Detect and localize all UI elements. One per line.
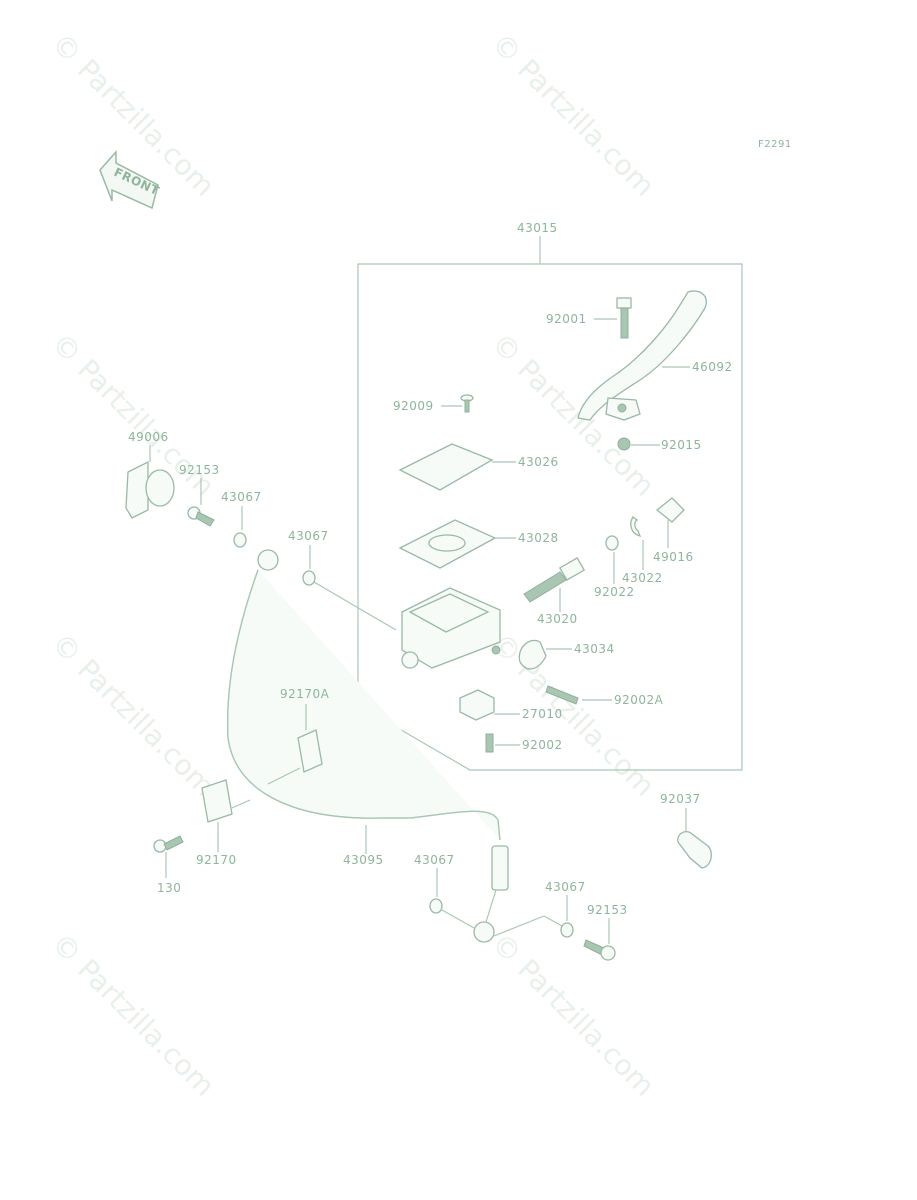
part-92001-bolt: 92001 <box>546 297 632 339</box>
part-49006-cap: 49006 <box>125 430 175 519</box>
part-label-92015[interactable]: 92015 <box>661 438 702 452</box>
part-label-92037[interactable]: 92037 <box>660 792 701 806</box>
part-label-92002[interactable]: 92002 <box>522 738 563 752</box>
part-43067-washer-bottom-right: 43067 <box>493 880 586 938</box>
part-label-92153-bottom[interactable]: 92153 <box>587 903 628 917</box>
part-43067-washer-left: 43067 <box>221 490 262 548</box>
part-label-92002A[interactable]: 92002A <box>614 693 664 707</box>
part-label-46092[interactable]: 46092 <box>692 360 733 374</box>
part-label-43067-left[interactable]: 43067 <box>221 490 262 504</box>
part-43034-bracket: 43034 <box>518 639 615 670</box>
part-label-92170[interactable]: 92170 <box>196 853 237 867</box>
part-92170A-clamp: 92170A <box>267 687 330 785</box>
part-92022-washer: 92022 <box>594 535 635 599</box>
part-label-43034[interactable]: 43034 <box>574 642 615 656</box>
part-label-43028[interactable]: 43028 <box>518 531 559 545</box>
part-43067-washer-bottom-left: 43067 <box>414 853 475 929</box>
part-label-92170A[interactable]: 92170A <box>280 687 330 701</box>
part-label-43067-bottom-left[interactable]: 43067 <box>414 853 455 867</box>
part-49016-boot: 49016 <box>653 497 694 564</box>
master-cylinder-assembly-box: 43015 <box>357 221 743 771</box>
part-label-43067-hose-top[interactable]: 43067 <box>288 529 329 543</box>
part-label-43020[interactable]: 43020 <box>537 612 578 626</box>
part-92015-nut: 92015 <box>617 437 702 452</box>
figure-code: F2291 <box>758 139 792 150</box>
part-130-bolt: 130 <box>153 835 184 895</box>
part-92153-bolt-bottom: 92153 <box>583 903 628 961</box>
part-label-130[interactable]: 130 <box>157 881 181 895</box>
part-92153-bolt-top: 92153 <box>179 463 220 527</box>
part-label-92153-top[interactable]: 92153 <box>179 463 220 477</box>
part-label-92001[interactable]: 92001 <box>546 312 587 326</box>
part-label-49006[interactable]: 49006 <box>128 430 169 444</box>
part-43020-piston-kit: 43020 <box>523 557 586 626</box>
watermark-5: © Partzilla.com <box>45 627 221 803</box>
watermark-8: © Partzilla.com <box>485 927 661 1103</box>
part-label-43022[interactable]: 43022 <box>622 571 663 585</box>
part-92002A-screw: 92002A <box>545 685 664 707</box>
part-43026-cap: 43026 <box>398 443 559 491</box>
part-label-43015[interactable]: 43015 <box>517 221 558 235</box>
part-43028-diaphragm: 43028 <box>398 519 559 569</box>
watermark-7: © Partzilla.com <box>45 927 221 1103</box>
part-92170-clamp: 92170 <box>196 779 251 867</box>
part-46092-lever: 46092 <box>577 290 733 421</box>
part-92002-screw: 92002 <box>485 733 563 753</box>
part-label-27010[interactable]: 27010 <box>522 707 563 721</box>
master-cylinder-body <box>401 587 501 669</box>
part-label-43067-bottom-right[interactable]: 43067 <box>545 880 586 894</box>
watermark-2: © Partzilla.com <box>485 27 661 203</box>
part-label-43095[interactable]: 43095 <box>343 853 384 867</box>
part-92037-clamp: 92037 <box>660 792 713 869</box>
part-label-92009[interactable]: 92009 <box>393 399 434 413</box>
part-43022-circlip: 43022 <box>622 516 663 585</box>
part-label-43026[interactable]: 43026 <box>518 455 559 469</box>
part-92009-screw: 92009 <box>393 394 474 413</box>
part-43067-washer-hose-top: 43067 <box>288 529 329 586</box>
front-arrow-icon: FRONT <box>99 150 162 210</box>
part-27010-switch: 27010 <box>459 689 563 721</box>
part-43095-brake-hose: 43095 <box>226 549 509 943</box>
part-label-92022[interactable]: 92022 <box>594 585 635 599</box>
part-label-49016[interactable]: 49016 <box>653 550 694 564</box>
